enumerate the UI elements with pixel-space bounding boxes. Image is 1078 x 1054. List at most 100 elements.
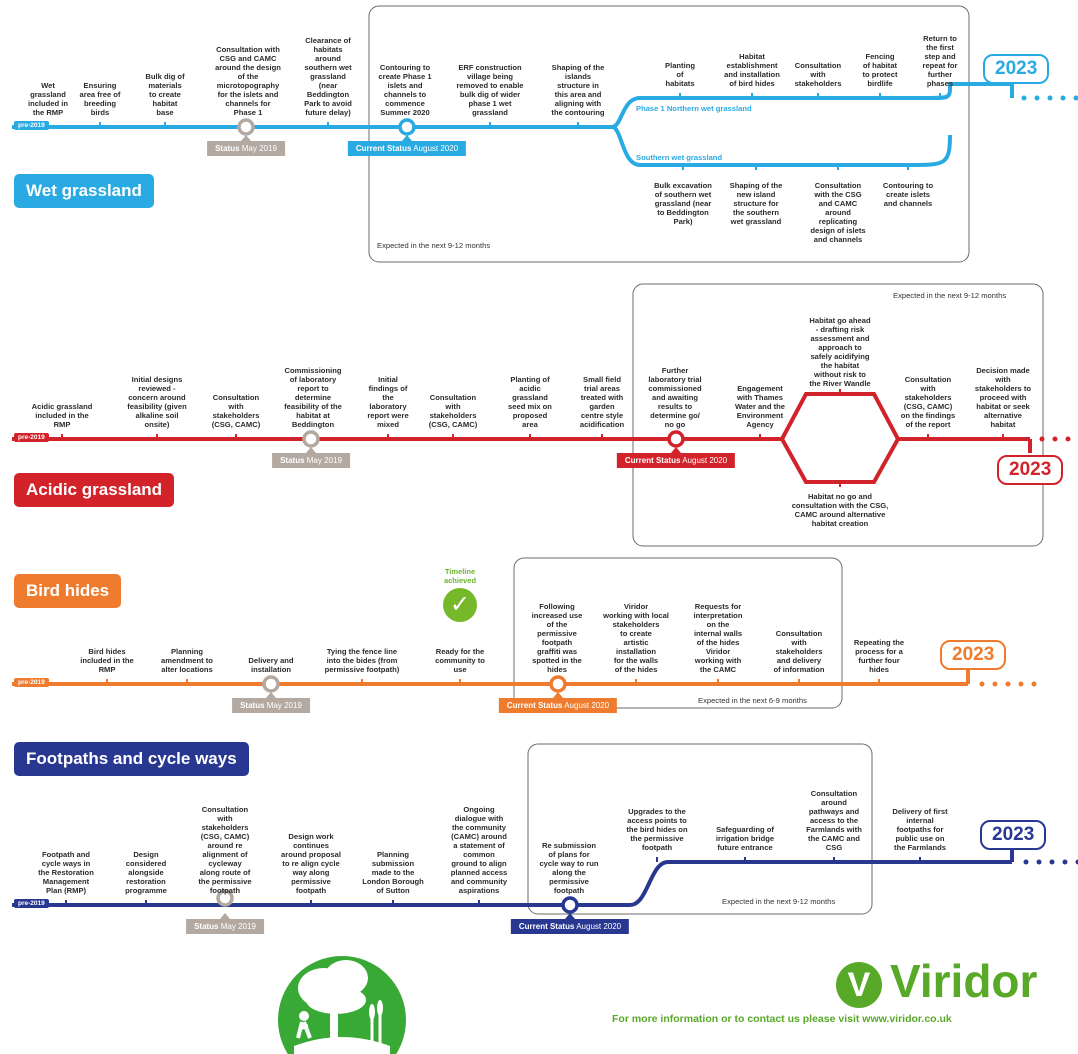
- branch-label-southern: Southern wet grassland: [636, 153, 723, 162]
- status-may-2019-badge-text: May 2019: [264, 701, 302, 710]
- expected-note: Expected in the next 9-12 months: [377, 241, 491, 250]
- current-pointer: [565, 913, 575, 919]
- lane-title: Footpaths and cycle ways: [14, 742, 249, 776]
- continuation-dot: [1034, 95, 1040, 101]
- current-status-badge-text: August 2020: [562, 701, 610, 710]
- milestone-label: Design work continues around proposal to…: [281, 832, 341, 895]
- current-status-badge-bold: Current Status: [506, 701, 563, 710]
- status-may-2019-badge-bold: Status: [280, 456, 305, 465]
- milestone-label: Wet grassland included in the RMP: [27, 81, 69, 117]
- continuation-dot: [1060, 95, 1066, 101]
- milestone-label: Acidic grassland included in the RMP: [31, 402, 93, 429]
- current-status-badge: Current Status August 2020: [510, 919, 630, 934]
- milestone-label: Viridor working with local stakeholders …: [603, 602, 669, 674]
- milestone-label: Contouring to create islets and channels: [882, 181, 934, 208]
- current-status-node: [398, 118, 416, 136]
- current-status-badge-text: August 2020: [680, 456, 728, 465]
- milestone-label: Delivery and installation: [248, 656, 294, 674]
- timeline-achieved-label: Timeline achieved: [443, 567, 477, 585]
- current-pointer: [671, 447, 681, 453]
- year-2023-pill: 2023: [980, 820, 1047, 850]
- footer-contact-text: For more information or to contact us pl…: [612, 1013, 952, 1025]
- pre-2019-tag: pre-2019: [14, 678, 49, 687]
- milestone-label: Decision made with stakeholders to proce…: [974, 366, 1032, 429]
- continuation-dot: [1039, 436, 1045, 442]
- milestone-label: Bulk dig of materials to create habitat …: [145, 72, 185, 117]
- continuation-dot: [1005, 681, 1011, 687]
- milestone-label: Re submission of plans for cycle way to …: [539, 841, 599, 895]
- status-may-2019-badge: Status May 2019: [207, 141, 285, 156]
- continuation-dot: [1047, 95, 1053, 101]
- status-may-2019-badge-text: May 2019: [304, 456, 342, 465]
- decision-hexagon: [779, 392, 901, 484]
- status-may-2019-node: [302, 430, 320, 448]
- expected-region-box: [368, 5, 970, 263]
- branch-label-northern: Phase 1 Northern wet grassland: [636, 104, 752, 113]
- year-2023-pill: 2023: [997, 455, 1064, 485]
- timeline-line: [12, 860, 1012, 907]
- milestone-label: Return to the first step and repeat for …: [922, 34, 958, 88]
- branch-line-northern: [611, 82, 1012, 129]
- milestone-label: Footpath and cycle ways in the Restorati…: [38, 850, 94, 895]
- milestone-label: Consultation with stakeholders (CSG, CAM…: [211, 393, 261, 429]
- status-pointer: [241, 135, 251, 141]
- milestone-label: Upgrades to the access points to the bir…: [626, 807, 688, 852]
- milestone-label: Ongoing dialogue with the community (CAM…: [450, 805, 508, 895]
- status-may-2019-node: [216, 889, 234, 907]
- current-pointer: [553, 692, 563, 698]
- milestone-label: Shaping of the new island structure for …: [729, 181, 783, 226]
- milestone-label: Bulk excavation of southern wet grasslan…: [654, 181, 712, 226]
- status-may-2019-badge: Status May 2019: [232, 698, 310, 713]
- milestone-label: Clearance of habitats around southern we…: [304, 36, 352, 117]
- milestone-label: Bird hides included in the RMP: [80, 647, 134, 674]
- milestone-label: Consultation with stakeholders and deliv…: [773, 629, 825, 674]
- viridor-mark-icon: V: [836, 961, 882, 1008]
- milestone-label: Requests for interpretation on the inter…: [693, 602, 743, 674]
- lane-title: Wet grassland: [14, 174, 154, 208]
- milestone-label: Planting of habitats: [665, 61, 695, 88]
- tree-logo-icon: [276, 948, 408, 1054]
- milestone-label: Consultation around pathways and access …: [806, 789, 862, 852]
- milestone-label: Consultation with stakeholders (CSG, CAM…: [198, 805, 252, 895]
- milestone-label: Habitat no go and consultation with the …: [791, 492, 889, 528]
- milestone-label: Small field trial areas treated with gar…: [579, 375, 625, 429]
- milestone-label: Planning submission made to the London B…: [362, 850, 424, 895]
- current-status-badge-bold: Current Status: [624, 456, 681, 465]
- expected-region-box: [632, 283, 1044, 547]
- current-status-badge-bold: Current Status: [518, 922, 575, 931]
- status-pointer: [266, 692, 276, 698]
- current-status-badge: Current Status August 2020: [498, 698, 618, 713]
- continuation-dot: [1031, 681, 1037, 687]
- year-2023-pill: 2023: [983, 54, 1050, 84]
- milestone-label: Planting of acidic grassland seed mix on…: [508, 375, 552, 429]
- milestone-label: Contouring to create Phase 1 islets and …: [378, 63, 432, 117]
- milestone-label: Ready for the community to use: [435, 647, 485, 674]
- viridor-wordmark: Viridor: [890, 955, 1038, 1007]
- current-status-badge: Current Status August 2020: [347, 141, 467, 156]
- lane-title: Acidic grassland: [14, 473, 175, 507]
- expected-note: Expected in the next 6-9 months: [698, 696, 807, 705]
- continuation-dot: [992, 681, 998, 687]
- milestone-label: Design considered alongside restoration …: [125, 850, 167, 895]
- expected-region-box: [513, 557, 843, 709]
- milestone-label: Following increased use of the permissiv…: [531, 602, 583, 674]
- current-status-badge: Current Status August 2020: [616, 453, 736, 468]
- milestone-label: ERF construction village being removed t…: [456, 63, 524, 117]
- status-may-2019-badge-text: May 2019: [239, 144, 277, 153]
- milestone-label: Initial designs reviewed - concern aroun…: [127, 375, 187, 429]
- milestone-label: Safeguarding of irrigation bridge future…: [715, 825, 775, 852]
- pre-2019-tag: pre-2019: [14, 899, 49, 908]
- milestone-label: Consultation with the CSG and CAMC aroun…: [810, 181, 866, 244]
- milestone-label: Engagement with Thames Water and the Env…: [735, 384, 785, 429]
- status-may-2019-badge-bold: Status: [215, 144, 240, 153]
- status-pointer: [306, 447, 316, 453]
- status-may-2019-badge-text: May 2019: [218, 922, 256, 931]
- check-icon: ✓: [443, 588, 477, 622]
- continuation-dot: [1018, 681, 1024, 687]
- status-may-2019-badge-bold: Status: [194, 922, 219, 931]
- branch-line-southern: [611, 125, 952, 167]
- expected-note: Expected in the next 9-12 months: [893, 291, 1007, 300]
- milestone-label: Habitat establishment and installation o…: [724, 52, 780, 88]
- milestone-label: Consultation with stakeholders: [794, 61, 842, 88]
